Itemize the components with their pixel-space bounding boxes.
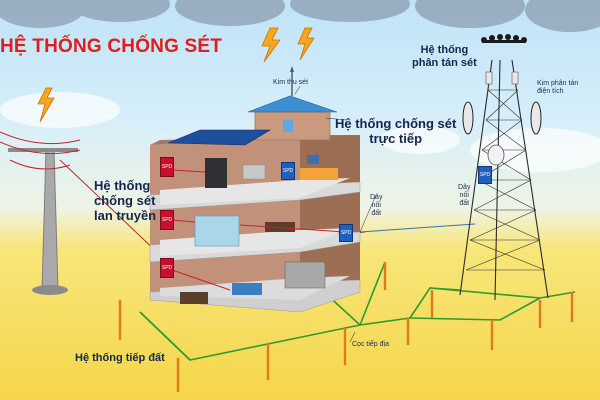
spd-device-floor-2: SPD [160, 210, 174, 230]
internal-wiring [171, 169, 346, 291]
spd-device-floor-3: SPD [160, 157, 174, 177]
pump-icon [232, 283, 262, 295]
telecom-tower [459, 59, 549, 301]
spd-device-office: SPD [281, 162, 295, 180]
printer-icon [242, 164, 266, 180]
antenna-icon [462, 71, 542, 166]
desk-icon-2 [265, 222, 295, 232]
page-title: HỆ THỐNG CHỐNG SÉT [0, 36, 223, 57]
spd-device-tower: SPD [478, 166, 492, 184]
label-kim-thu-set: Kim thu sét [273, 79, 309, 86]
building [149, 66, 361, 313]
monitor-icon [307, 155, 319, 164]
cabinet-icon [180, 292, 208, 304]
machinery-icon [284, 261, 326, 289]
label-he-thong-chong-set-lan-truyen: Hệ thống chống sét lan truyền [94, 178, 157, 223]
spd-device-ground-link: SPD [339, 224, 353, 242]
label-he-thong-phan-tan-set: Hệ thống phân tán sét [412, 44, 477, 69]
storm-clouds [0, 0, 600, 32]
desk-icon [300, 168, 338, 180]
grounding-rods [118, 262, 574, 392]
server-rack-icon [205, 158, 227, 188]
label-kim-phan-tan-dien-tich: Kim phân tán điện tích [537, 80, 579, 96]
label-day-noi-dat-tower: Dây nối đất [458, 184, 471, 208]
spd-device-floor-1: SPD [160, 258, 174, 278]
server-cabinet-icon [194, 215, 240, 247]
lightning-bolt-icon [37, 27, 315, 123]
label-he-thong-chong-set-truc-tiep: Hệ thống chống sét trực tiếp [335, 116, 457, 146]
label-day-noi-dat-building: Dây nối đất [370, 194, 383, 218]
power-pole [0, 131, 366, 295]
label-he-thong-tiep-dat: Hệ thống tiếp đất [75, 352, 165, 364]
lightning-dissipator-icon [481, 34, 527, 43]
label-coc-tiep-dia: Cọc tiếp địa [352, 341, 389, 348]
